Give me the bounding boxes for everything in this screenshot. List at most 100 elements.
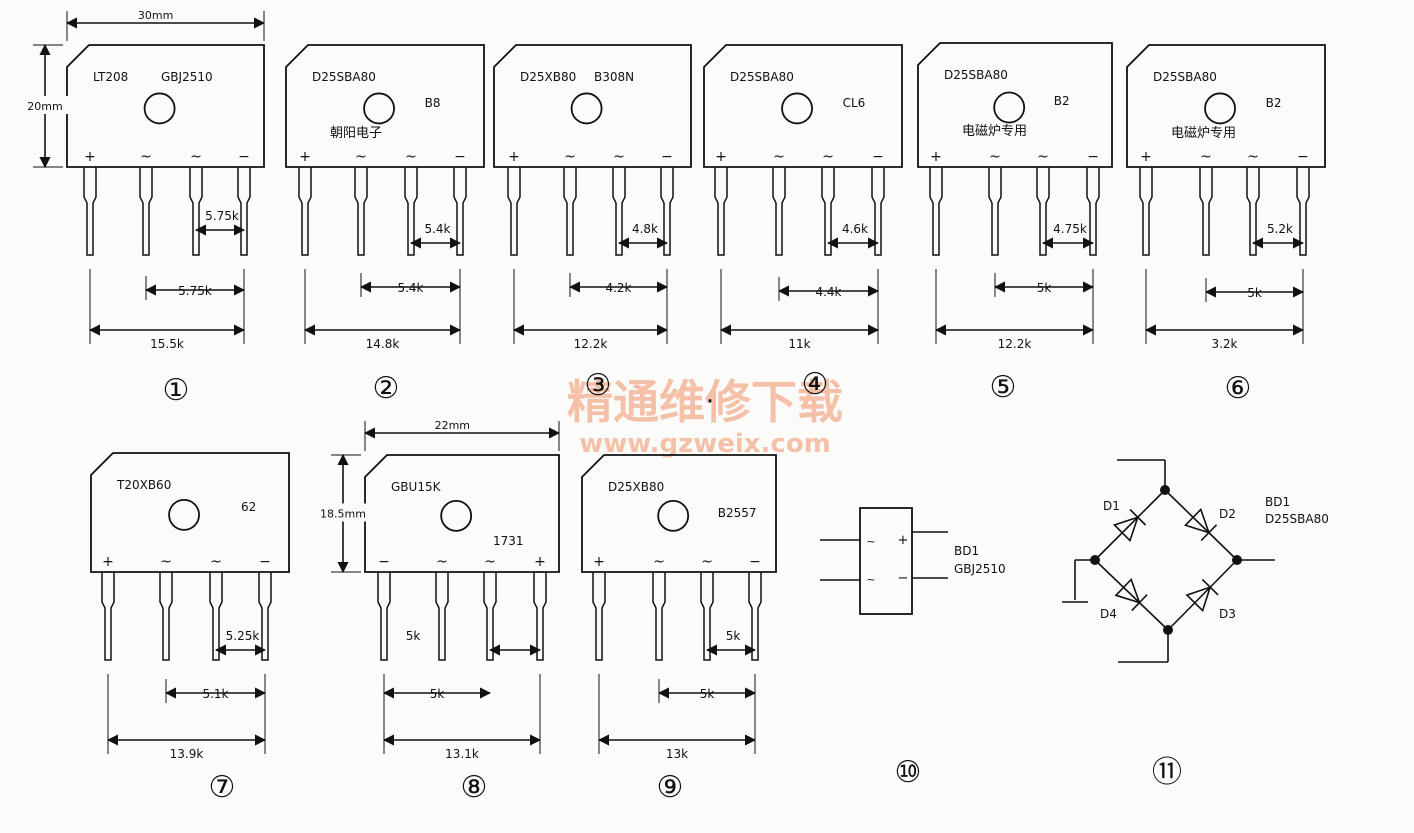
pin-symbol: − [238,149,250,165]
pin-symbol: − [259,554,271,570]
pin-symbol: ~ [484,554,496,570]
total-span-label: 12.2k [998,337,1032,351]
pin-symbol: ~ [210,554,222,570]
lot-code-label: 1731 [493,534,524,548]
part-number-label: D25SBA80 [312,70,376,84]
pin-symbol: ~ [866,535,875,548]
figure-number: ⑤ [990,370,1017,405]
total-span-label: 14.8k [366,337,400,351]
pitch-dimension-label: 4.75k [1053,222,1087,236]
pin-lead [592,572,606,661]
pin-lead [772,167,786,256]
mounting-hole [570,92,603,125]
package-code-label: B308N [594,70,634,84]
pin-symbol: ~ [436,554,448,570]
package-code-label: CL6 [843,96,866,110]
pin-lead [1086,167,1100,256]
pin-symbol: − [1297,149,1309,165]
watermark-dot: · [706,387,714,417]
pin-symbol: ~ [405,149,417,165]
junction-dot [1232,555,1242,565]
pin-symbol: + [715,149,727,165]
diode-label: D3 [1219,607,1236,621]
pin-symbol: ~ [701,554,713,570]
pitch-dimension-label: 5.75k [205,209,239,223]
package-code-label: B2 [1054,94,1070,108]
pin-lead [821,167,835,256]
pin-lead [507,167,521,256]
pin-lead [404,167,418,256]
pin-lead [1036,167,1050,256]
diode-label: D4 [1100,607,1117,621]
diode-cathode-bar [1131,594,1148,612]
part-number-label: D25SBA80 [1265,512,1329,526]
pin-symbol: + [593,554,605,570]
pin-symbol: ~ [1200,149,1212,165]
pin-lead [714,167,728,256]
pin-symbol: ~ [355,149,367,165]
pin-lead [700,572,714,661]
pin-symbol: + [898,533,909,548]
pin-lead [533,572,547,661]
diode-label: D2 [1219,507,1236,521]
watermark-name: 精通维修下载 [567,375,843,429]
part-number-label: D25SBA80 [944,68,1008,82]
part-number-label: GBU15K [391,480,442,494]
mounting-hole [781,92,813,125]
pin-symbol: + [534,554,546,570]
total-span-label: 11k [788,337,810,351]
pitch-dimension-label: 4.8k [632,222,658,236]
height-dimension-label: 18.5mm [320,508,366,521]
inner-span-label: 5k [430,687,445,701]
pin-symbol: ~ [564,149,576,165]
diode-d2 [1183,507,1211,534]
total-span-label: 13.9k [170,747,204,761]
part-number-label: T20XB60 [116,478,171,492]
width-dimension-label: 22mm [435,419,470,432]
pin-lead [660,167,674,256]
pin-symbol: + [1140,149,1152,165]
junction-dot [1160,485,1170,495]
pin-symbol: − [749,554,761,570]
pin-symbol: + [508,149,520,165]
pitch-dimension-label: 4.6k [842,222,868,236]
brand-label: 电磁炉专用 [962,124,1027,139]
pin-lead [237,167,251,256]
mounting-hole [993,91,1026,124]
pin-symbol: + [930,149,942,165]
symbol-box [859,507,913,615]
wire [1164,489,1238,561]
pin-lead [453,167,467,256]
part-number-label: D25XB80 [608,480,664,494]
pitch-dimension-label: 5.4k [424,222,450,236]
bridge-body [90,452,290,573]
pin-symbol: ~ [653,554,665,570]
inner-span-label: 4.4k [815,285,841,299]
bridge-body [703,44,903,168]
junction-dot [1163,625,1173,635]
pin-lead [101,572,115,661]
total-span-label: 12.2k [574,337,608,351]
bridge-body [917,42,1113,168]
inner-span-label: 5k [1247,286,1262,300]
diode-d4 [1114,577,1141,604]
figure-number: ⑨ [657,770,684,805]
wire [1094,559,1169,631]
total-span-label: 13k [666,747,688,761]
inner-span-label: 4.2k [605,281,631,295]
total-span-label: 3.2k [1211,337,1237,351]
figure-number: ⑪ [1152,755,1182,790]
figure-number: ⑦ [209,770,236,805]
pin-symbol: − [661,149,673,165]
pin-lead [748,572,762,661]
pin-symbol: ~ [190,149,202,165]
